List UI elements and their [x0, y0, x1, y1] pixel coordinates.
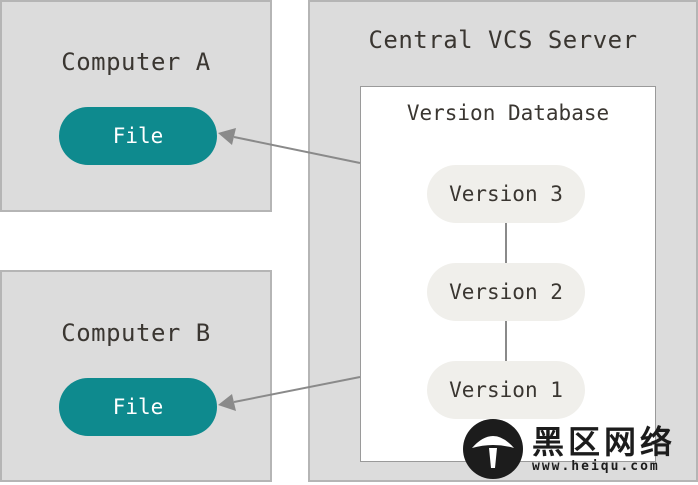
version-node: Version 3 [427, 165, 585, 223]
watermark-title: 黑区网络 [532, 422, 677, 461]
server-title: Central VCS Server [368, 26, 638, 54]
computer-a-box: Computer A File [0, 0, 272, 212]
computer-b-file: File [59, 378, 217, 436]
computer-a-file: File [59, 107, 217, 165]
version-node: Version 2 [427, 263, 585, 321]
version-database-title: Version Database [406, 101, 610, 125]
watermark: 黑区网络 www.heiqu.com [462, 418, 692, 480]
version-node: Version 1 [427, 361, 585, 419]
watermark-url: www.heiqu.com [532, 458, 660, 474]
computer-b-title: Computer B [61, 319, 211, 347]
computer-b-box: Computer B File [0, 270, 272, 482]
computer-a-title: Computer A [61, 48, 211, 76]
mushroom-logo-icon [463, 419, 523, 479]
version-database-panel: Version Database Version 3 Version 2 Ver… [360, 86, 656, 462]
version-connector-line [505, 223, 507, 263]
version-connector-line [505, 321, 507, 361]
